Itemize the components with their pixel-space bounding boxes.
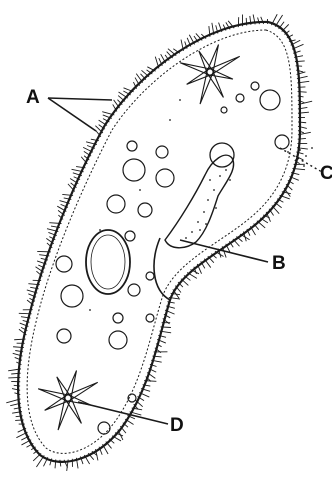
food-vacuole [98,422,110,434]
stipple-dot [199,229,201,231]
contractile-vacuole-top [180,44,240,104]
food-vacuole [156,146,168,158]
stipple-dot [219,175,221,177]
food-vacuole [146,272,154,280]
vacuole-canal [45,395,70,410]
stipple-dot [139,189,141,191]
food-vacuole [146,314,154,322]
leader-d [78,402,168,424]
label-b: B [272,254,286,273]
stipple-dot [225,169,227,171]
food-vacuole-forming [210,143,234,167]
food-vacuole [125,231,135,241]
contractile-vacuole-bottom [38,370,98,430]
leader-a-lower [48,98,96,131]
food-vacuole [128,284,140,296]
stipple-dot [303,165,305,167]
stipple-dot [203,211,205,213]
food-vacuole [138,203,152,217]
food-vacuole [113,313,123,323]
stipple-dot [99,229,101,231]
food-vacuole [109,331,127,349]
stipple-dot [89,309,91,311]
food-vacuole [251,82,259,90]
label-d: D [170,416,184,435]
stipple-dot [295,159,297,161]
stipple-dot [205,223,207,225]
stipple-dot [215,207,217,209]
stipple-dot [229,179,231,181]
food-vacuole [260,90,280,110]
stipple-dot [169,119,171,121]
food-vacuole [156,169,174,187]
label-a: A [26,88,40,107]
macronucleus [86,230,130,294]
gullet [165,155,234,248]
stipple-dot [305,155,307,157]
food-vacuole [275,135,289,149]
leader-a-upper [48,98,112,100]
food-vacuole [57,329,71,343]
food-vacuole [61,285,83,307]
cytoplasm-stipple [89,99,313,311]
food-vacuole [56,256,72,272]
food-vacuole [236,94,244,102]
food-vacuole [127,141,137,151]
stipple-dot [197,221,199,223]
stipple-dot [213,189,215,191]
stipple-dot [191,231,193,233]
stipple-dot [287,151,289,153]
oral-groove [154,238,170,300]
food-vacuole [107,195,125,213]
stipple-dot [179,99,181,101]
cell-membrane-inner [27,30,292,453]
macronucleus-inner [91,235,125,289]
food-vacuole [123,159,145,181]
label-c: C [320,164,332,183]
stipple-dot [207,199,209,201]
stipple-dot [209,179,211,181]
food-vacuole [221,107,227,113]
stipple-dot [185,237,187,239]
vacuole-canal [187,69,212,84]
stipple-dot [299,149,301,151]
stipple-dot [311,147,313,149]
